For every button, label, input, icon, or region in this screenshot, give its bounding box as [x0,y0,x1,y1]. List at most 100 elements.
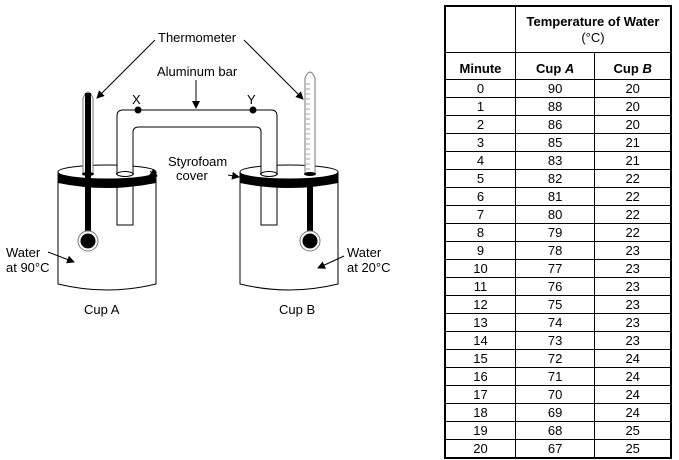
cell-cup-b: 24 [594,385,672,404]
cell-cup-a: 75 [514,295,596,314]
label-water-a-line1: Water [6,245,41,260]
point-x-dot [134,106,142,114]
cell-minute: 20 [444,439,516,459]
thermometer-b-scale [306,83,310,170]
cell-cup-a: 71 [514,367,596,386]
cell-cup-b: 21 [594,133,672,152]
cell-minute: 17 [444,385,516,404]
label-thermometer: Thermometer [158,30,237,45]
cell-cup-b: 25 [594,421,672,440]
col-header-cup-a: Cup A [514,52,596,80]
cell-cup-b: 22 [594,187,672,206]
cup-a [57,91,157,291]
cell-cup-a: 76 [514,277,596,296]
corner-cell [444,5,516,53]
col-header-minute: Minute [444,52,516,80]
arrow-styrofoam-a [148,168,158,177]
arrow-water-b [317,255,345,269]
cell-minute: 14 [444,331,516,350]
label-aluminum-bar: Aluminum bar [157,64,238,79]
cell-cup-b: 23 [594,313,672,332]
arrow-thermometer-b [243,39,304,100]
cell-cup-b: 23 [594,331,672,350]
cell-minute: 16 [444,367,516,386]
cell-cup-a: 73 [514,331,596,350]
arrow-styrofoam-b [227,171,240,180]
group-header: Temperature of Water (°C) [514,5,672,53]
cell-minute: 1 [444,97,516,116]
cell-minute: 18 [444,403,516,422]
arrow-thermometer-a [96,39,156,99]
point-y-dot [249,106,257,114]
cell-minute: 0 [444,79,516,98]
label-water-a-line2: at 90°C [6,260,50,275]
cell-minute: 3 [444,133,516,152]
cell-cup-a: 80 [514,205,596,224]
cell-cup-a: 69 [514,403,596,422]
cell-cup-b: 24 [594,403,672,422]
cell-cup-b: 24 [594,367,672,386]
label-water-b-line1: Water [347,245,382,260]
label-styrofoam: Styrofoam [168,154,227,169]
cell-minute: 4 [444,151,516,170]
cell-cup-b: 20 [594,79,672,98]
cell-cup-b: 21 [594,151,672,170]
group-header-title: Temperature of Water [526,13,660,29]
label-cup-b: Cup B [279,302,315,317]
cell-cup-b: 22 [594,223,672,242]
cell-cup-b: 20 [594,115,672,134]
cell-cup-b: 20 [594,97,672,116]
col-header-cup-b-prefix: Cup [613,61,643,76]
thermometer-b [299,71,321,252]
label-point-y: Y [247,92,256,107]
cell-cup-a: 86 [514,115,596,134]
cell-minute: 15 [444,349,516,368]
temperature-table: Temperature of Water (°C) Minute Cup A C… [444,5,672,459]
col-header-cup-b-letter: B [642,61,652,76]
cell-cup-b: 25 [594,439,672,459]
cell-cup-b: 23 [594,295,672,314]
group-header-unit: (°C) [581,29,605,45]
arrow-water-a [47,251,75,264]
styrofoam-cover-a [57,164,157,188]
cell-minute: 13 [444,313,516,332]
cell-cup-b: 23 [594,241,672,260]
cell-cup-a: 88 [514,97,596,116]
cell-minute: 8 [444,223,516,242]
cell-cup-a: 77 [514,259,596,278]
cell-minute: 11 [444,277,516,296]
cell-cup-a: 72 [514,349,596,368]
col-header-cup-b: Cup B [594,52,672,80]
cell-cup-a: 81 [514,187,596,206]
cell-cup-a: 67 [514,439,596,459]
cell-minute: 6 [444,187,516,206]
col-header-cup-a-prefix: Cup [536,61,565,76]
cell-cup-a: 90 [514,79,596,98]
cell-cup-a: 68 [514,421,596,440]
label-point-x: X [132,92,141,107]
heat-transfer-diagram: Thermometer Aluminum bar X Y Styrofoam c… [6,30,391,317]
label-cover: cover [176,168,208,183]
cell-minute: 10 [444,259,516,278]
